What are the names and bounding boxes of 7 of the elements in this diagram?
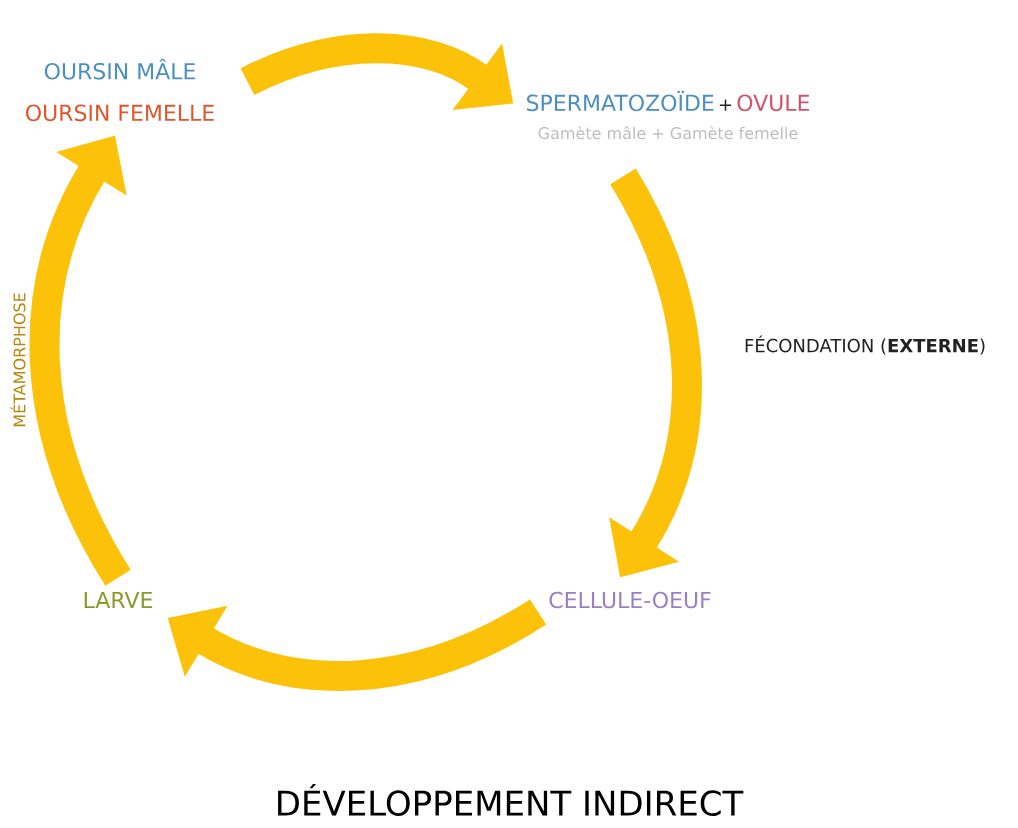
edge-label: FÉCONDATION (EXTERNE)	[745, 335, 985, 355]
stage-label: OURSIN MÂLE OURSIN FEMELLE	[26, 58, 214, 122]
stage-label: SPERMATOZOÏDE + OVULE Gamète mâle + Gamète femelle	[527, 90, 810, 140]
stage-label: LARVE	[84, 591, 153, 608]
diagram-title: DÉVELOPPEMENT INDIRECT	[278, 784, 744, 816]
stage-label: CELLULE-OEUF	[549, 591, 711, 609]
edge-label: MÉTAMORPHOSE	[10, 293, 26, 427]
